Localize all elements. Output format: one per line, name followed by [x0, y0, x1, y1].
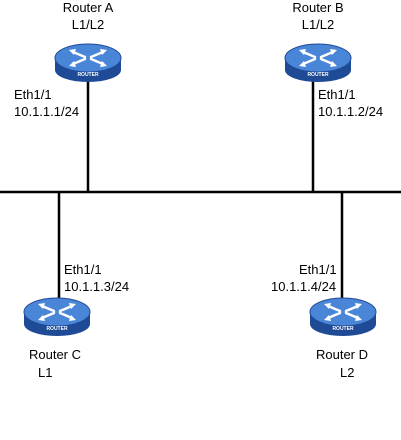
router-b-level: L1/L2 [301, 17, 335, 32]
router-c-ip: 10.1.1.3/24 [64, 279, 130, 294]
router-c-interface: Eth1/1 [64, 262, 102, 277]
router-c-icon: ROUTER [22, 296, 92, 338]
router-c-name: Router C [28, 347, 82, 362]
router-icon-text: ROUTER [332, 326, 354, 332]
router-b-name: Router B [292, 0, 344, 15]
router-a-name: Router A [62, 0, 114, 15]
router-c-level: L1 [38, 365, 53, 380]
router-d-level: L2 [340, 365, 355, 380]
router-a-icon: ROUTER [53, 42, 123, 84]
router-icon-text: ROUTER [307, 72, 329, 78]
router-d-ip: 10.1.1.4/24 [271, 279, 337, 294]
router-b-icon: ROUTER [283, 42, 353, 84]
router-a-level: L1/L2 [71, 17, 105, 32]
router-d-interface: Eth1/1 [299, 262, 337, 277]
router-b-ip: 10.1.1.2/24 [318, 104, 384, 119]
router-icon-text: ROUTER [46, 326, 68, 332]
router-d-icon: ROUTER [308, 296, 378, 338]
router-icon-text: ROUTER [77, 72, 99, 78]
router-a-ip: 10.1.1.1/24 [14, 104, 80, 119]
router-d-name: Router D [315, 347, 369, 362]
router-a-interface: Eth1/1 [14, 87, 52, 102]
router-b-interface: Eth1/1 [318, 87, 356, 102]
